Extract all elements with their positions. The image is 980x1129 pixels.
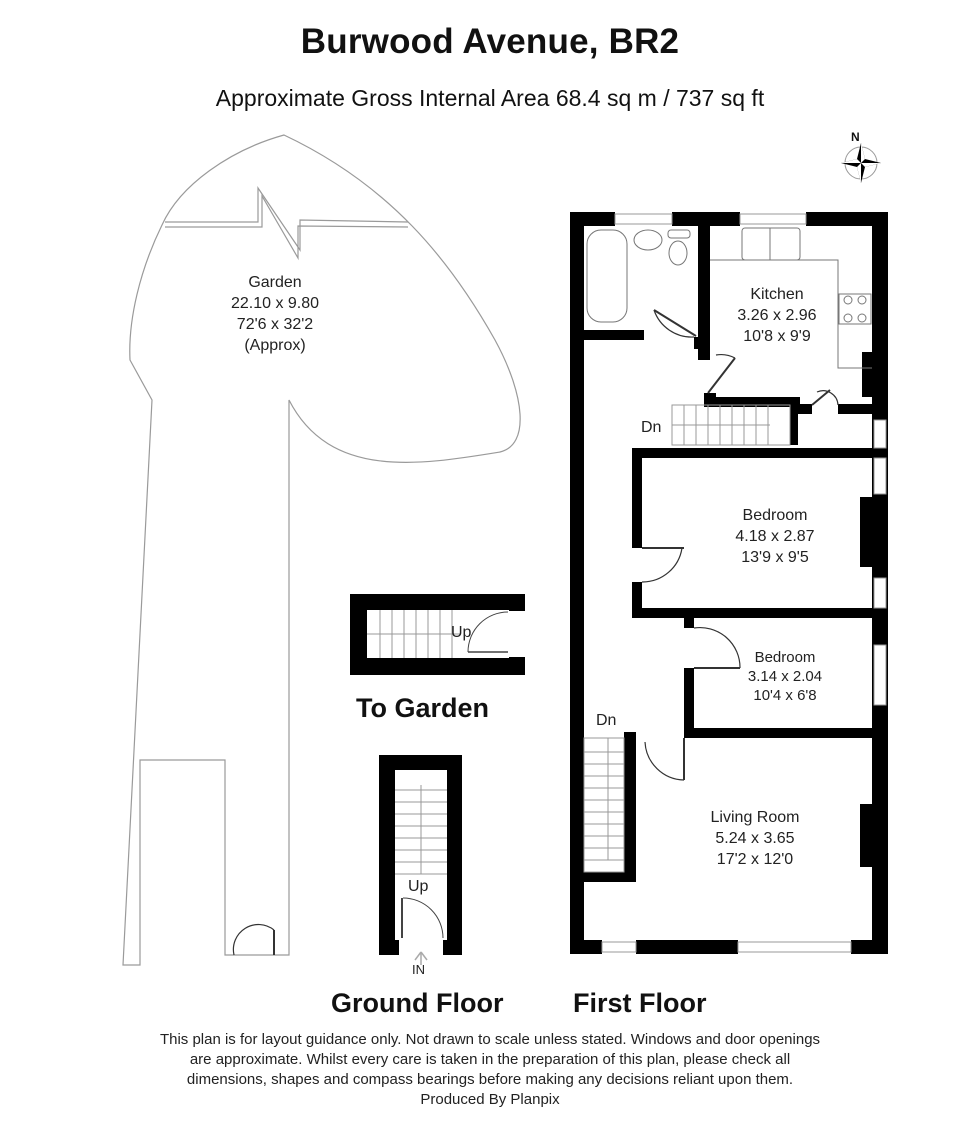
bedroom-2-label: Bedroom 3.14 x 2.04 10'4 x 6'8 bbox=[720, 648, 850, 705]
windows bbox=[601, 213, 887, 953]
to-garden-stair bbox=[350, 594, 525, 675]
disclaimer-line: This plan is for layout guidance only. N… bbox=[159, 1031, 821, 1048]
room-imperial: 10'4 x 6'8 bbox=[753, 687, 817, 704]
room-name: Kitchen bbox=[750, 286, 804, 303]
compass-icon bbox=[841, 143, 881, 183]
producer-credit: Produced By Planpix bbox=[420, 1091, 560, 1108]
first-floor-walls bbox=[570, 212, 888, 954]
kitchen-fixtures bbox=[710, 227, 872, 369]
kitchen-label: Kitchen 3.26 x 2.96 10'8 x 9'9 bbox=[712, 284, 842, 347]
bedroom-1-label: Bedroom 4.18 x 2.87 13'9 x 9'5 bbox=[710, 505, 840, 568]
stair-down-label-bottom: Dn bbox=[596, 712, 617, 729]
entrance-in-label: IN bbox=[412, 962, 425, 977]
ground-floor-label: Ground Floor bbox=[331, 988, 504, 1018]
room-name: Living Room bbox=[710, 809, 800, 826]
disclaimer: This plan is for layout guidance only. N… bbox=[0, 1030, 980, 1110]
doors bbox=[641, 309, 839, 781]
room-metric: 5.24 x 3.65 bbox=[715, 830, 795, 847]
entrance-stair bbox=[379, 755, 462, 965]
room-name: Bedroom bbox=[754, 649, 816, 666]
entrance-up-label: Up bbox=[408, 878, 429, 895]
room-metric: 4.18 x 2.87 bbox=[735, 528, 815, 545]
compass-north-label: N bbox=[851, 130, 860, 144]
plan-title: Burwood Avenue, BR2 bbox=[300, 22, 680, 61]
disclaimer-line: are approximate. Whilst every care is ta… bbox=[189, 1051, 791, 1068]
garden-metric: 22.10 x 9.80 bbox=[230, 295, 320, 312]
room-metric: 3.14 x 2.04 bbox=[747, 668, 823, 685]
garden-outline bbox=[122, 134, 521, 966]
garden-note: (Approx) bbox=[244, 337, 306, 354]
room-imperial: 10'8 x 9'9 bbox=[743, 328, 811, 345]
gross-area: Approximate Gross Internal Area 68.4 sq … bbox=[215, 85, 765, 111]
room-imperial: 13'9 x 9'5 bbox=[741, 549, 809, 566]
room-name: Bedroom bbox=[742, 507, 808, 524]
garden-door bbox=[232, 923, 275, 956]
living-room-label: Living Room 5.24 x 3.65 17'2 x 12'0 bbox=[685, 807, 825, 870]
to-garden-label: To Garden bbox=[356, 693, 490, 723]
first-floor-stairs bbox=[583, 404, 791, 873]
to-garden-up-label: Up bbox=[451, 624, 472, 641]
room-metric: 3.26 x 2.96 bbox=[737, 307, 817, 324]
garden-label: Garden 22.10 x 9.80 72'6 x 32'2 (Approx) bbox=[205, 272, 345, 356]
stair-down-label-top: Dn bbox=[641, 419, 662, 436]
disclaimer-line: dimensions, shapes and compass bearings … bbox=[186, 1071, 794, 1088]
garden-name: Garden bbox=[248, 274, 302, 291]
garden-imperial: 72'6 x 32'2 bbox=[236, 316, 314, 333]
room-imperial: 17'2 x 12'0 bbox=[716, 851, 794, 868]
bathroom-fixtures bbox=[586, 229, 691, 323]
first-floor-label: First Floor bbox=[573, 988, 707, 1018]
